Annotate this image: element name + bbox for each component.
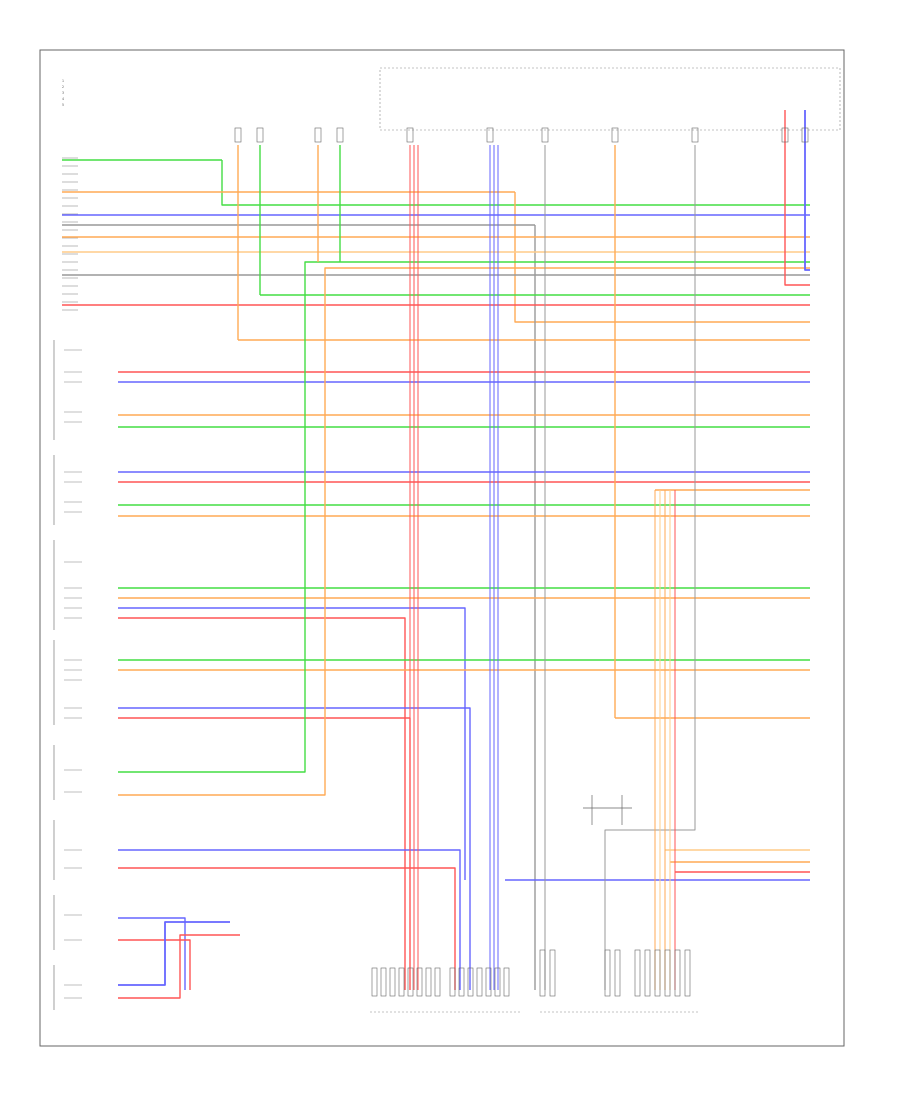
- connector-pin: [541, 127, 549, 143]
- connector-pin: [256, 127, 264, 143]
- diagram-frame: [39, 49, 845, 1047]
- connector-pin: [503, 967, 510, 997]
- legend-item: 2: [62, 85, 64, 89]
- switch-symbol: [583, 795, 632, 825]
- wire-red: [118, 717, 411, 990]
- connector-pin: [449, 967, 456, 997]
- connector-pin: [801, 127, 809, 143]
- connector-pin: [539, 949, 546, 997]
- wire-red: [118, 617, 406, 990]
- connector-pin: [485, 967, 492, 997]
- connector-pin: [234, 127, 242, 143]
- connector-pin: [549, 949, 556, 997]
- connector-pin: [654, 949, 661, 997]
- connector-pin: [604, 949, 611, 997]
- connector-pin: [691, 127, 699, 143]
- wires: [62, 110, 810, 999]
- legend-item: 5: [62, 103, 64, 107]
- wire-blue: [118, 917, 186, 990]
- legend-item: 4: [62, 97, 64, 101]
- connector-pin: [314, 127, 322, 143]
- wire-orange: [118, 267, 810, 796]
- connector-pin: [467, 967, 474, 997]
- wire-blue: [118, 607, 466, 880]
- connector-pin: [398, 967, 405, 997]
- connector-pin: [684, 949, 691, 997]
- connector-pin: [425, 967, 432, 997]
- connector-pin: [781, 127, 789, 143]
- connector-pin: [407, 967, 414, 997]
- wire-orange: [514, 192, 810, 323]
- wire-red: [118, 867, 456, 990]
- legend-item: 1: [62, 79, 64, 83]
- connector-pin: [494, 967, 501, 997]
- connector-pin: [634, 949, 641, 997]
- top-connector-box: [379, 67, 841, 131]
- wire-red: [118, 934, 240, 999]
- connector-pin: [458, 967, 465, 997]
- connector-pin: [644, 949, 651, 997]
- connector-pin: [434, 967, 441, 997]
- wire-red: [784, 110, 810, 286]
- connector-pin: [416, 967, 423, 997]
- left-labels: [53, 157, 82, 1010]
- connector-pin: [486, 127, 494, 143]
- wire-blue: [804, 110, 810, 271]
- connector-pin: [674, 949, 681, 997]
- wire-blue: [118, 707, 471, 990]
- connector-pin: [336, 127, 344, 143]
- connectors: [234, 127, 809, 1013]
- connector-pin: [614, 949, 621, 997]
- connector-pin: [380, 967, 387, 997]
- connector-pin: [664, 949, 671, 997]
- wire-blue: [118, 921, 230, 986]
- connector-pin: [476, 967, 483, 997]
- wire-blue: [118, 849, 461, 990]
- connector-pin: [371, 967, 378, 997]
- legend: 1 2 3 4 5: [62, 79, 64, 107]
- wire-red: [118, 939, 191, 990]
- wire-green: [118, 261, 810, 773]
- connector-pin: [406, 127, 414, 143]
- legend-item: 3: [62, 91, 64, 95]
- connector-pin: [389, 967, 396, 997]
- wire-grey: [604, 145, 696, 990]
- connector-pin: [611, 127, 619, 143]
- wire-green: [221, 160, 810, 206]
